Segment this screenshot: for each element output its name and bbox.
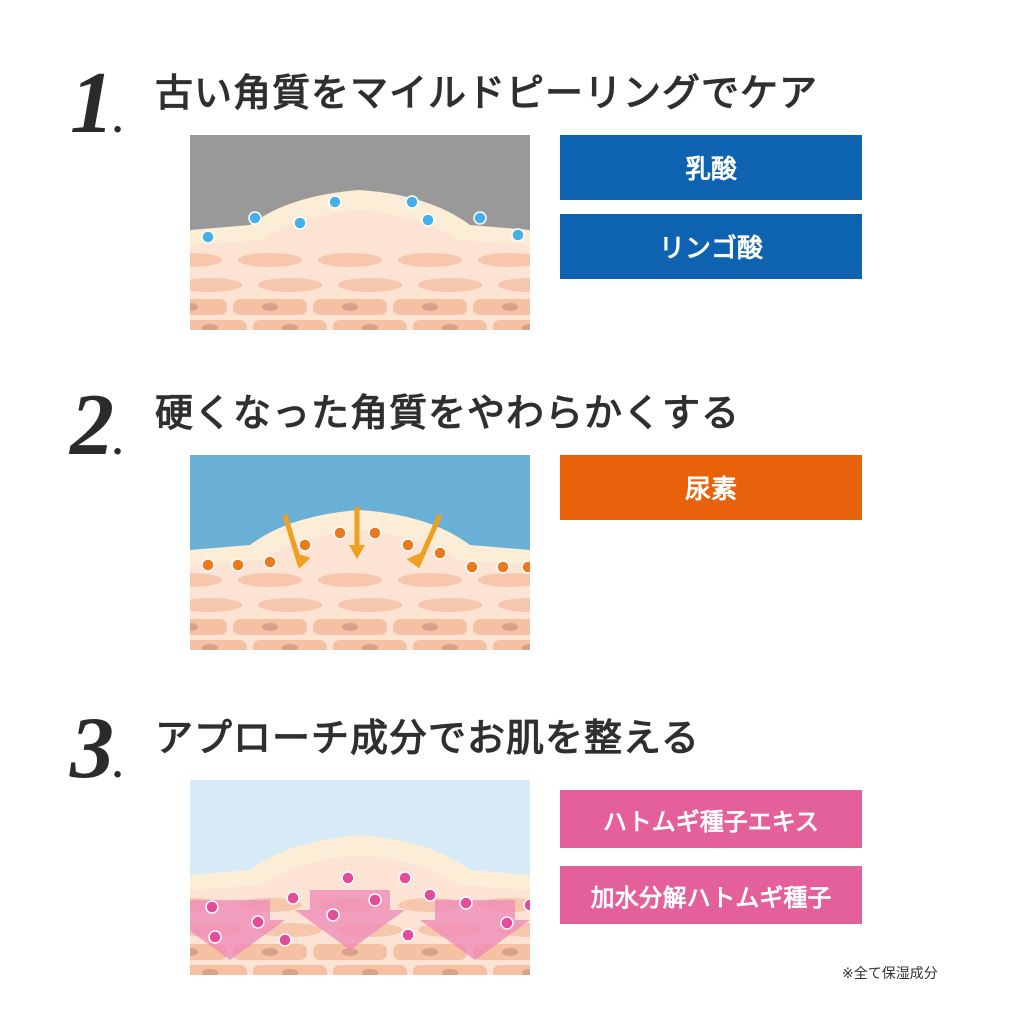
ingredient-particle <box>286 891 300 905</box>
ingredient-particle <box>423 888 437 902</box>
ingredient-particle <box>208 930 222 944</box>
step-1-number: 1. <box>70 55 124 152</box>
ingredient-particle <box>278 933 292 947</box>
ingredient-particle <box>500 916 514 930</box>
ingredient-particle <box>511 228 525 242</box>
ingredient-particle <box>401 928 415 942</box>
ingredient-particle <box>368 526 382 540</box>
ingredient-particle <box>326 908 340 922</box>
ingredient-particle <box>248 211 262 225</box>
ingredient-particle <box>433 546 447 560</box>
down-arrow-icon <box>190 900 285 960</box>
ingredient-particle <box>328 195 342 209</box>
ingredient-particle <box>341 871 355 885</box>
ingredient-particle <box>459 896 473 910</box>
ingredient-particle <box>293 216 307 230</box>
ingredient-particle <box>521 560 530 574</box>
ingredient-particle <box>263 555 277 569</box>
step-3-title: アプローチ成分でお肌を整える <box>155 716 700 760</box>
step-2-title: 硬くなった角質をやわらかくする <box>155 391 741 435</box>
ingredient-particle <box>398 871 412 885</box>
skin-illustration-approach <box>190 780 530 975</box>
step-2-number: 2. <box>70 377 124 474</box>
skin-illustration-softening <box>190 455 530 650</box>
ingredient-particle <box>251 915 265 929</box>
ingredient-coix-seed-extract: ハトムギ種子エキス <box>560 790 862 848</box>
ingredient-particle <box>368 893 382 907</box>
ingredient-particle <box>421 213 435 227</box>
ingredient-particle <box>401 538 415 552</box>
ingredient-particle <box>333 526 347 540</box>
step-1-title: 古い角質をマイルドピーリングでケア <box>155 71 819 115</box>
ingredient-particle <box>231 558 245 572</box>
ingredient-particle <box>465 560 479 574</box>
ingredient-particle <box>201 230 215 244</box>
ingredient-lactic-acid: 乳酸 <box>560 135 862 200</box>
ingredient-malic-acid: リンゴ酸 <box>560 214 862 279</box>
ingredient-particle <box>496 560 510 574</box>
ingredient-particle <box>523 898 530 912</box>
footnote: ※全て保湿成分 <box>842 966 938 982</box>
ingredient-particle <box>201 558 215 572</box>
down-arrow-icon <box>420 900 530 960</box>
ingredient-hydrolyzed-coix-seed: 加水分解ハトムギ種子 <box>560 866 862 924</box>
ingredient-particle <box>405 195 419 209</box>
ingredient-urea: 尿素 <box>560 455 862 520</box>
arrow-icon <box>415 513 443 567</box>
skin-illustration-peeling <box>190 135 530 330</box>
ingredient-particle <box>298 538 312 552</box>
step-3-number: 3. <box>70 700 124 797</box>
ingredient-particle <box>205 900 219 914</box>
ingredient-particle <box>473 211 487 225</box>
